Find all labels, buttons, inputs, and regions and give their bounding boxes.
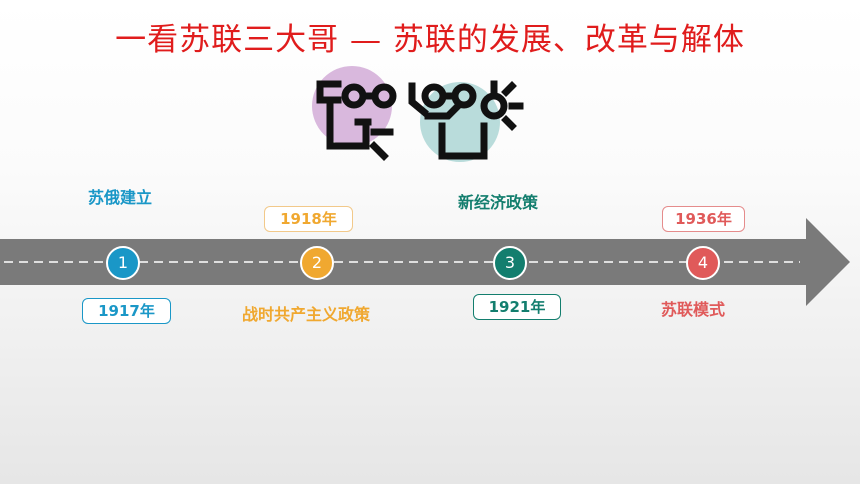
year-badge-4: 1936年: [662, 206, 745, 232]
year-badge-2: 1918年: [264, 206, 353, 232]
event-label-1: 苏俄建立: [88, 188, 153, 207]
timeline-node-2: 2: [300, 246, 334, 280]
event-label-3: 新经济政策: [458, 193, 539, 212]
timeline-node-1: 1: [106, 246, 140, 280]
year-badge-3: 1921年: [473, 294, 561, 320]
year-badge-1: 1917年: [82, 298, 171, 324]
timeline-arrow: [0, 218, 850, 306]
timeline-node-4: 4: [686, 246, 720, 280]
timeline-node-3: 3: [493, 246, 527, 280]
slide-title: 一看苏联三大哥 — 苏联的发展、改革与解体: [115, 22, 745, 58]
event-label-4: 苏联模式: [661, 300, 726, 319]
cartoon-faces-illustration: [312, 66, 524, 162]
event-label-2: 战时共产主义政策: [242, 305, 371, 324]
